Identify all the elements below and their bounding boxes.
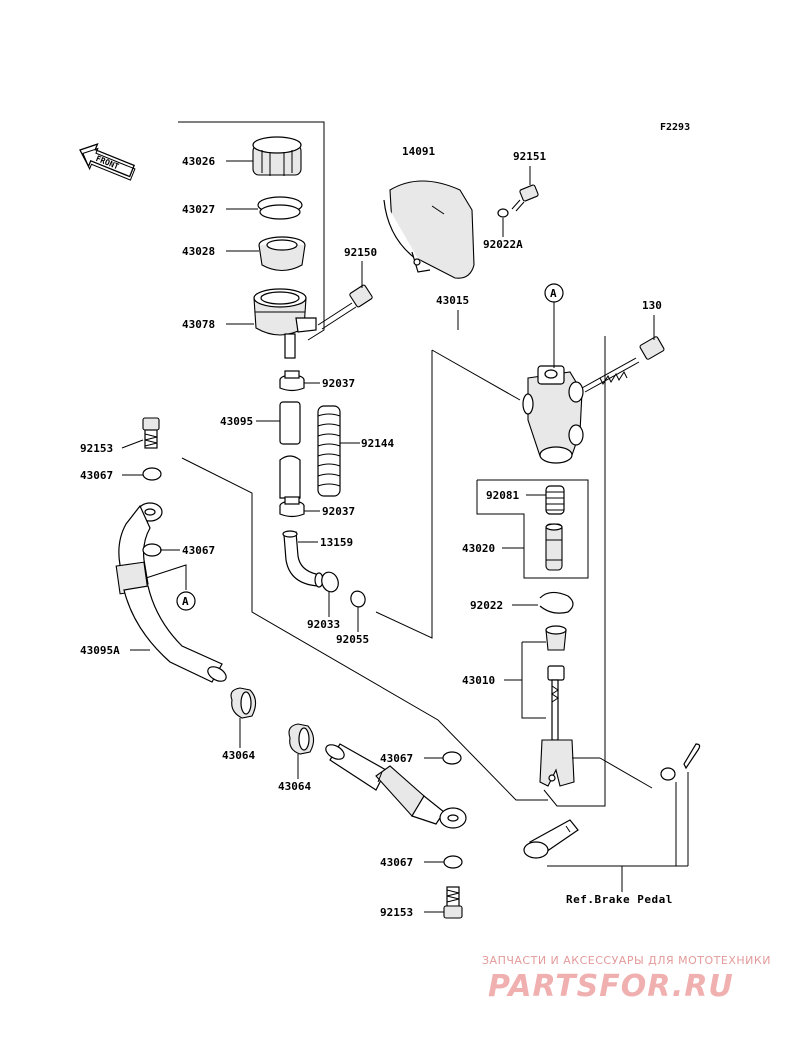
label-13159: 13159 [320,536,353,549]
label-43067-a: 43067 [80,469,113,482]
label-43064-b: 43064 [278,780,311,793]
label-14091: 14091 [402,145,435,158]
diaphragm-plate [257,196,303,220]
front-arrow-icon: FRONT [79,143,136,181]
label-92033: 92033 [307,618,340,631]
reservoir-group-frame [178,121,325,341]
label-92153-top: 92153 [80,442,113,455]
right-group-frame [543,336,606,807]
master-cylinder-body [522,365,584,464]
label-92037-top: 92037 [322,377,355,390]
oring-92055 [350,590,366,608]
label-92081: 92081 [486,489,519,502]
washer-43067-c [442,751,462,765]
banjo-bolt-top [142,417,160,449]
washer-43067-a [142,467,162,481]
label-43064-a: 43064 [222,749,255,762]
ref-brake-pedal-note: Ref.Brake Pedal [566,893,673,906]
washer-43067-d [443,855,463,869]
label-43067-c: 43067 [380,752,413,765]
label-43028: 43028 [182,245,215,258]
bolt-130 [581,336,665,393]
figure-code: F2293 [660,122,690,133]
reservoir-tank [253,288,317,359]
ref-a-left: A [182,595,189,608]
label-92144: 92144 [361,437,394,450]
label-43015: 43015 [436,294,469,307]
reservoir-cap [252,136,302,176]
push-rod-43010 [539,625,575,787]
hose-clamp-bottom [279,496,305,518]
circlip-92033 [321,571,339,593]
grommet-43064-a [230,687,257,719]
label-92150: 92150 [344,246,377,259]
label-92153-bot: 92153 [380,906,413,919]
label-43078: 43078 [182,318,215,331]
label-92055: 92055 [336,633,369,646]
reservoir-guard [383,180,475,279]
label-43020: 43020 [462,542,495,555]
label-43026: 43026 [182,155,215,168]
clevis-pin [523,819,579,859]
circlip-92022 [539,591,574,614]
watermark-tagline: ЗАПЧАСТИ И АКСЕССУАРЫ ДЛЯ МОТОТЕХНИКИ [482,954,771,967]
label-130: 130 [642,299,662,312]
label-92037-bot: 92037 [322,505,355,518]
elbow-fitting [282,530,324,588]
hose-clamp-top [279,370,305,392]
label-43067-b: 43067 [182,544,215,557]
grommet-43064-b [288,723,315,755]
piston-kit-frame [476,479,589,579]
diaphragm [258,236,306,272]
washer-92022A [497,208,509,218]
label-92022: 92022 [470,599,503,612]
left-group-frame [181,457,548,801]
brake-hose [115,502,227,683]
spring-92081 [545,485,565,515]
label-92151: 92151 [513,150,546,163]
ref-circle-a-top [544,283,564,303]
master-cylinder-group-frame [375,350,433,639]
push-rod-frame [521,642,546,719]
spring-sleeve [317,405,341,497]
screw-92151 [511,184,539,212]
washer-43067-b [142,543,162,557]
brake-hose-lower [325,743,467,829]
banjo-bolt-bottom [443,886,463,919]
label-43095A: 43095A [80,644,120,657]
label-43095: 43095 [220,415,253,428]
label-43010: 43010 [462,674,495,687]
bolt-92150 [317,284,373,330]
cotter-pin [683,743,701,770]
ref-circle-a-left [176,591,196,611]
label-43067-d: 43067 [380,856,413,869]
label-92022A: 92022A [483,238,523,251]
clevis-washer [660,767,676,781]
label-43027: 43027 [182,203,215,216]
watermark-logo: PARTSFOR.RU [488,969,734,1004]
ref-a-top: A [550,287,557,300]
reservoir-hose [279,401,301,499]
piston-43020 [545,523,563,571]
